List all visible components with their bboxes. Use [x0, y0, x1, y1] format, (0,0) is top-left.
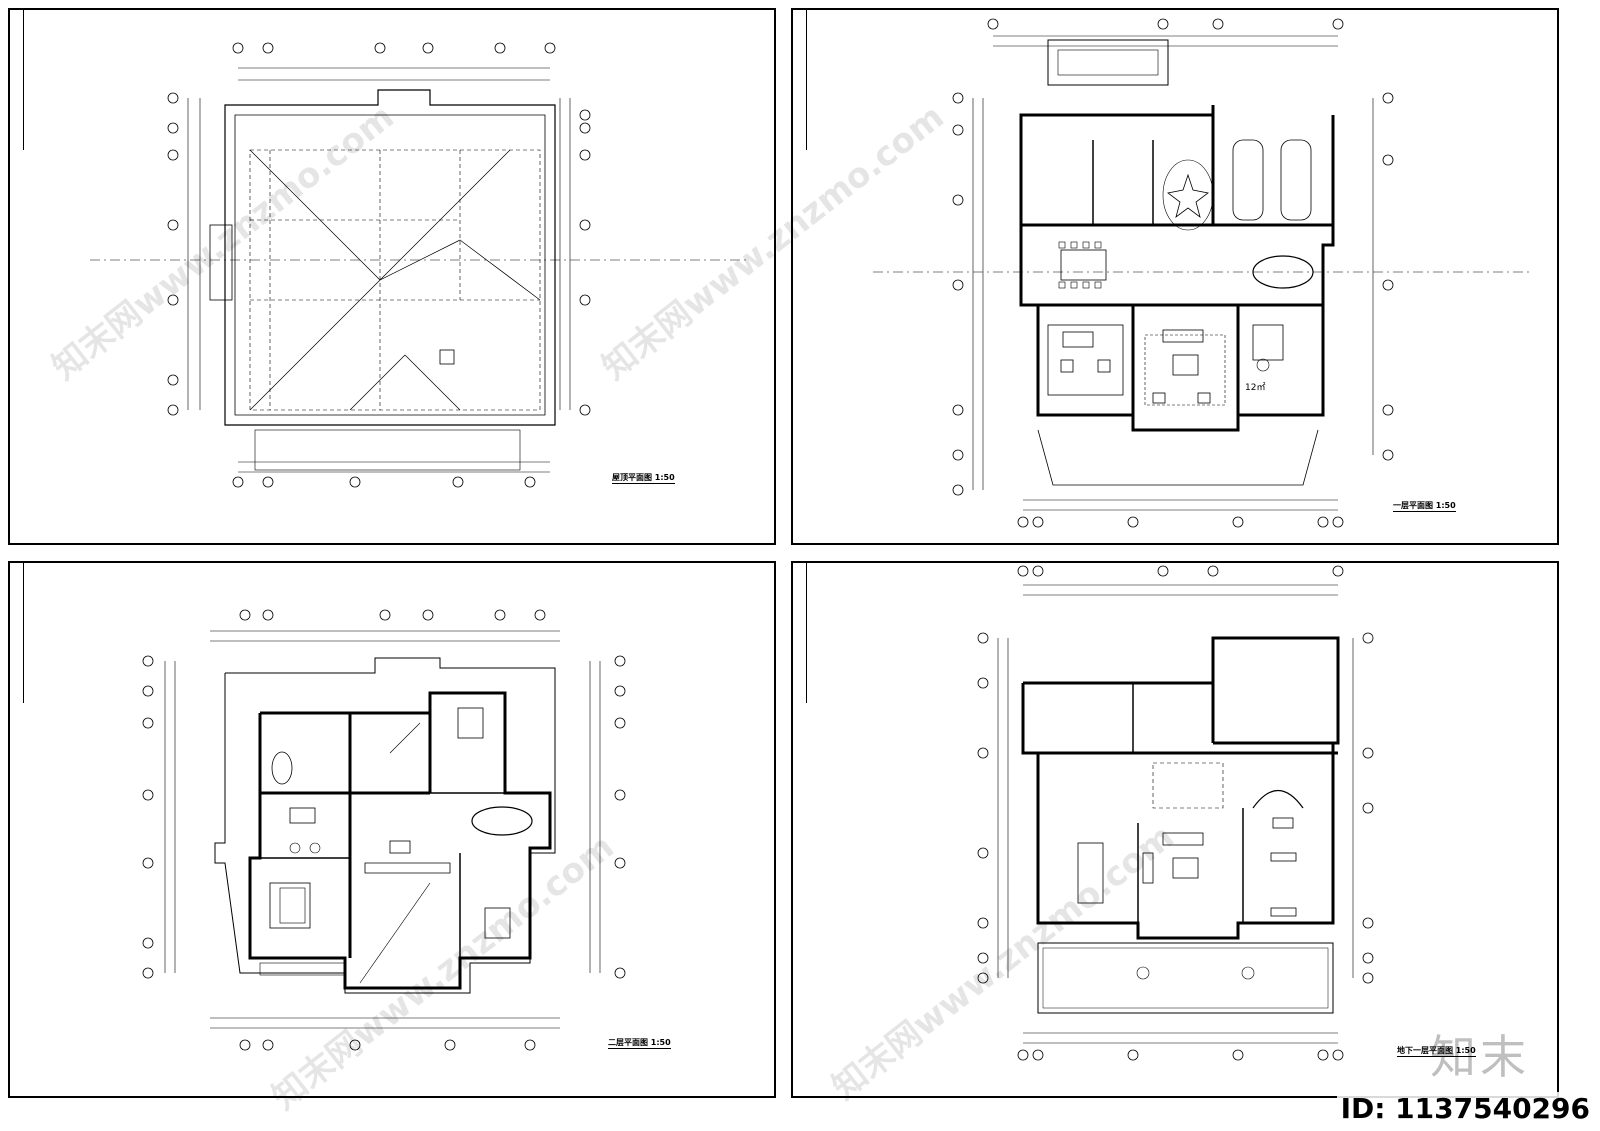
id-label: ID: 1137540296 — [1336, 1092, 1594, 1125]
area-label: 12㎡ — [1245, 383, 1266, 393]
dining-chairs — [1058, 241, 1102, 289]
plan-title-basement: 地下一层平面图 1:50 — [1397, 1046, 1476, 1057]
sheet-roof-plan: 屋顶平面图 1:50 — [8, 8, 776, 545]
sheet-second-floor-plan: 二层平面图 1:50 — [8, 561, 776, 1098]
grid-bubbles — [952, 18, 1394, 528]
title-strip — [10, 563, 24, 703]
sheet-first-floor-plan: 12㎡ 一层平面图 1:50 — [791, 8, 1559, 545]
second-floor-plan-drawing — [142, 609, 626, 1051]
title-strip — [793, 10, 807, 150]
plan-title-roof: 屋顶平面图 1:50 — [612, 473, 675, 484]
basement-plan-drawing — [977, 565, 1374, 1061]
grid-bubbles-top — [167, 42, 591, 488]
plan-title-second-floor: 二层平面图 1:50 — [608, 1038, 671, 1049]
sheet-basement-plan: 地下一层平面图 1:50 — [791, 561, 1559, 1098]
grid-bubbles — [977, 565, 1374, 1061]
plan-title-first-floor: 一层平面图 1:50 — [1393, 501, 1456, 512]
title-strip — [10, 10, 24, 150]
grid-bubbles — [142, 609, 626, 1051]
roof-plan-drawing — [90, 42, 750, 488]
logo-mark: 知末 — [1430, 1030, 1530, 1084]
first-floor-plan-drawing — [873, 18, 1533, 528]
title-strip — [793, 563, 807, 703]
